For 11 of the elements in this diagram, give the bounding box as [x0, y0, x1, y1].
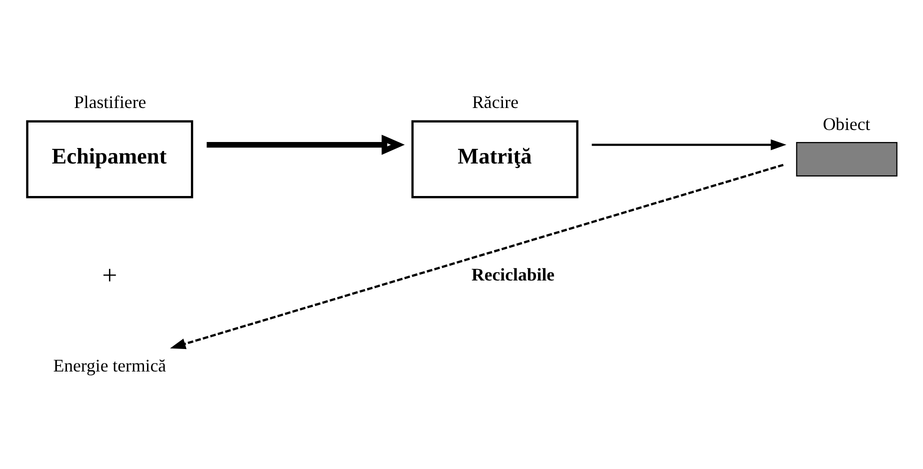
- node-box: Matriţă: [411, 120, 578, 198]
- node-label: Plastifiere: [74, 91, 146, 112]
- label: +: [102, 260, 118, 290]
- node-text: Energie termică: [53, 355, 166, 376]
- arrow: [206, 134, 405, 154]
- node-box: Echipament: [26, 120, 194, 198]
- node-label: Obiect: [822, 114, 870, 134]
- arrow: [592, 138, 786, 150]
- node-label: Răcire: [472, 91, 519, 112]
- arrow: [170, 163, 784, 349]
- edge-label: Reciclabile: [472, 264, 555, 284]
